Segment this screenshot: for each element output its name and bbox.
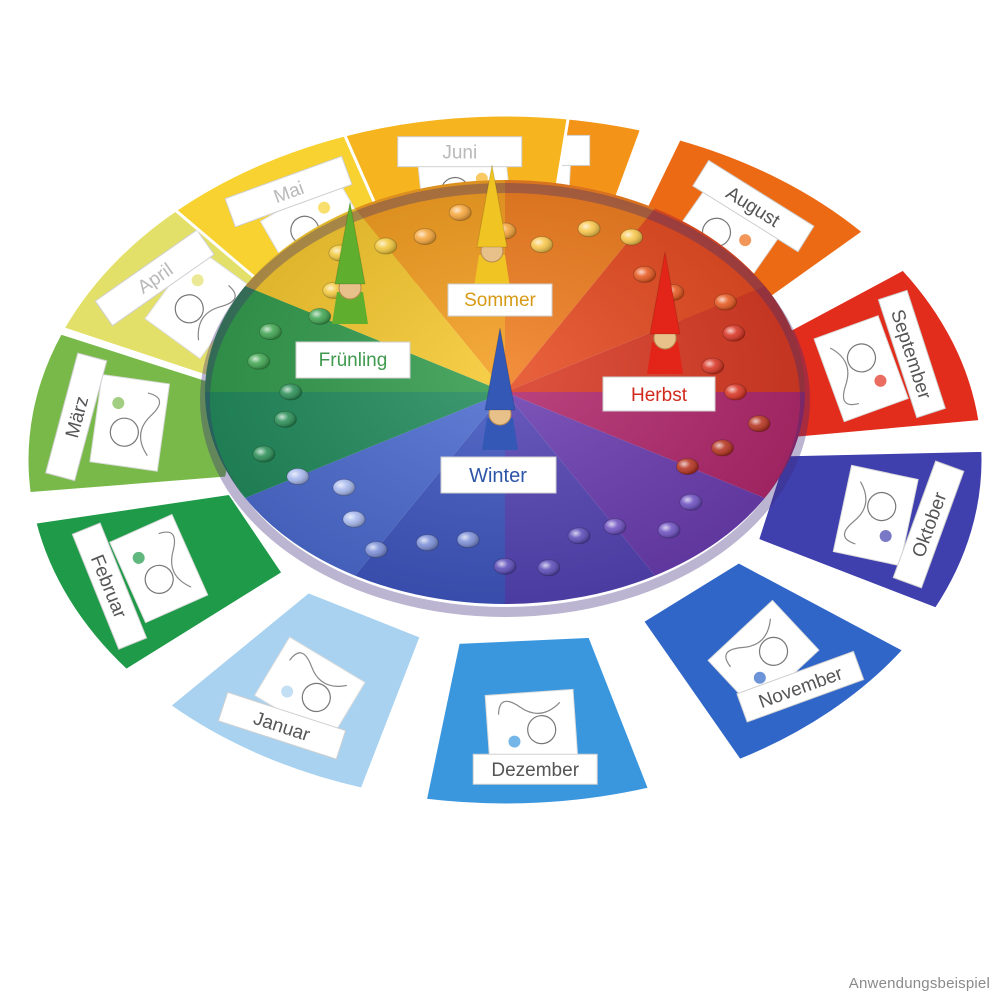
- glass-pebble-shine: [365, 541, 388, 558]
- month-card-nov: November: [640, 560, 907, 763]
- month-card-jan: Januar: [166, 590, 424, 791]
- glass-pebble-shine: [252, 446, 275, 463]
- glass-pebble-shine: [342, 511, 365, 528]
- month-card-oct: Oktober: [755, 448, 985, 611]
- glass-pebble-shine: [279, 384, 302, 400]
- glass-pebble-shine: [578, 220, 601, 237]
- glass-pebble-shine: [676, 458, 699, 475]
- glass-pebble-shine: [711, 439, 734, 456]
- month-illustration-nov: [707, 599, 820, 711]
- glass-pebble-shine: [494, 558, 516, 575]
- glass-pebble-shine: [274, 411, 297, 428]
- glass-pebble-shine: [748, 415, 771, 432]
- month-label-may: Mai: [224, 155, 353, 228]
- glass-pebble-shine: [374, 238, 397, 255]
- month-card-feb: Februar: [32, 491, 286, 673]
- glass-pebbles: [247, 204, 771, 577]
- season-spring-text: Frünling: [319, 350, 388, 371]
- glass-pebble-shine: [416, 534, 439, 551]
- season-label-winter: Winter: [440, 456, 557, 494]
- gnome-figure-winter: [482, 327, 518, 450]
- month-label-jun: Juni: [397, 136, 523, 168]
- glass-pebble-shine: [286, 468, 309, 485]
- month-card-dec: Dezember: [423, 634, 652, 807]
- glass-pebble-shine: [308, 308, 331, 325]
- month-label-dec-text: Dezember: [491, 760, 579, 781]
- gnome-figure-spring: [332, 201, 368, 324]
- month-illustration-dec: [484, 688, 579, 764]
- glass-pebble-shine: [701, 358, 724, 375]
- month-illustration-jan: [253, 636, 366, 742]
- month-illustration-mar: [89, 373, 171, 472]
- gnome-figure-autumn: [647, 251, 683, 374]
- season-autumn-text: Herbst: [631, 385, 688, 406]
- glass-pebble-shine: [413, 228, 436, 245]
- month-label-dec: Dezember: [472, 753, 598, 785]
- season-summer-text: Sommer: [464, 290, 536, 311]
- glass-pebble-shine: [530, 236, 553, 253]
- caption-text: Anwendungsbeispiel: [848, 975, 990, 992]
- glass-pebble-shine: [657, 522, 680, 539]
- month-label-jun-text: Juni: [442, 143, 477, 164]
- glass-pebble-shine: [568, 527, 591, 544]
- glass-pebble-shine: [722, 325, 745, 342]
- gnome-figure-summer: [474, 164, 510, 287]
- month-illustration-feb: [109, 513, 209, 624]
- month-illustration-oct: [832, 464, 919, 567]
- month-card-mar: März: [25, 331, 247, 496]
- glass-pebble-shine: [457, 531, 480, 548]
- glass-pebble-shine: [247, 353, 270, 370]
- glass-pebble-shine: [633, 266, 656, 283]
- month-illustration-apr: [144, 246, 253, 360]
- month-illustration-sep: [813, 315, 909, 423]
- glass-pebble-shine: [679, 494, 702, 511]
- glass-pebble-shine: [724, 384, 747, 400]
- glass-pebble-shine: [537, 559, 560, 576]
- season-label-spring: Frünling: [295, 341, 411, 379]
- season-label-summer: Sommer: [447, 283, 553, 317]
- season-winter-text: Winter: [469, 465, 527, 487]
- glass-pebble-shine: [259, 323, 282, 340]
- season-label-autumn: Herbst: [602, 376, 716, 412]
- glass-pebble-shine: [449, 204, 472, 221]
- glass-pebble-shine: [603, 518, 626, 535]
- glass-pebble-shine: [620, 229, 643, 246]
- glass-pebble-shine: [333, 479, 356, 496]
- gnome-figures: [332, 164, 683, 450]
- glass-pebble-shine: [714, 294, 737, 311]
